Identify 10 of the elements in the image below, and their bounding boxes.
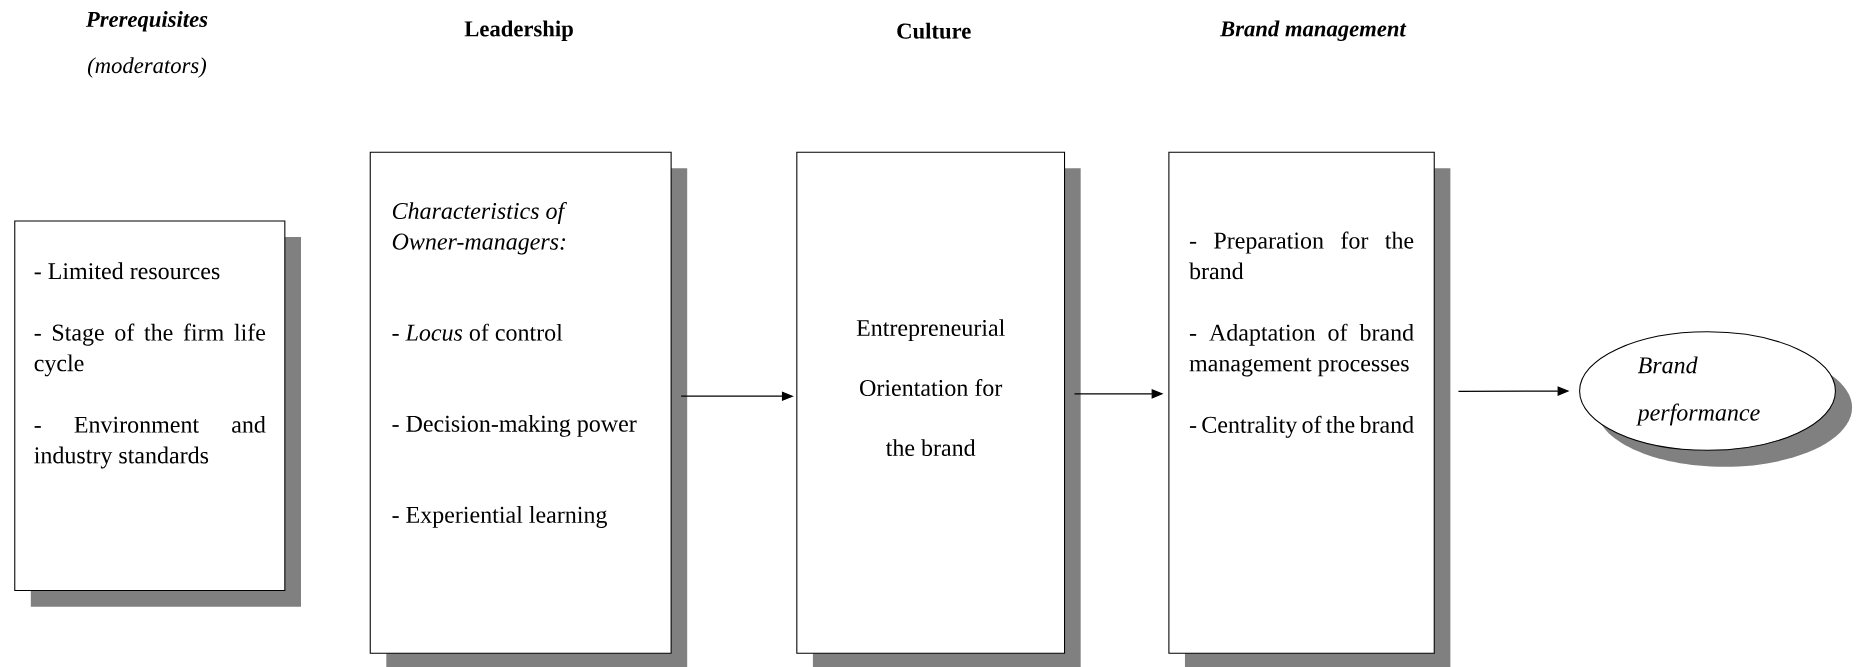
- text-box: - Preparation for the brand - Adaptation of brand management processes - Centrality of the brand: [1168, 151, 1451, 667]
- text-box: Entrepreneurial Orientation for the brand: [796, 151, 1081, 667]
- heading: (moderators): [87, 57, 207, 78]
- text-box: Characteristics of Owner-managers: - Locus of control - Decision-making power - Experiential learning: [369, 151, 688, 667]
- heading: Brand management: [1219, 20, 1407, 42]
- heading: Leadership: [464, 20, 573, 42]
- ellipse-node: Brand performance: [1579, 331, 1853, 467]
- text-box: - Limited resources - Stage of the firm life cycle - Environment and industry standards: [14, 220, 301, 607]
- heading: Culture: [897, 22, 971, 39]
- heading: Prerequisites: [85, 11, 208, 32]
